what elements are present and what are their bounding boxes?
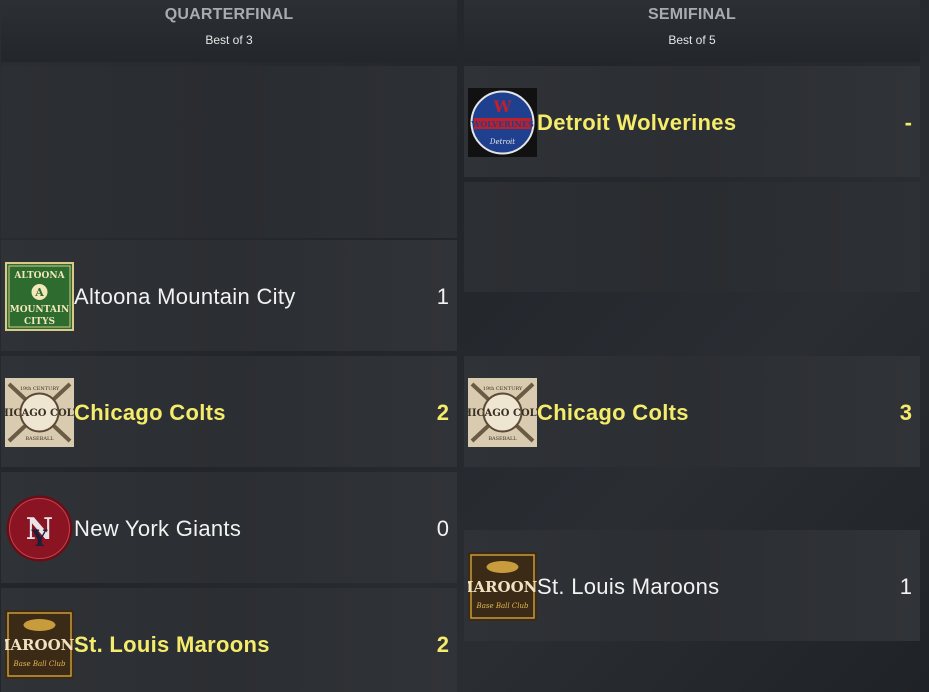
team-name: New York Giants: [74, 516, 242, 541]
altoona-logo-icon: ALTOONA A MOUNTAIN CITYS: [5, 262, 74, 331]
svg-text:19th CENTURY: 19th CENTURY: [483, 386, 523, 392]
team-row-st-louis-maroons[interactable]: MAROONS Base Ball Club St. Louis Maroons…: [1, 610, 457, 680]
team-name: Detroit Wolverines: [537, 110, 737, 135]
semifinal-header: SEMIFINAL Best of 5: [464, 0, 920, 62]
team-score: 2: [436, 632, 449, 657]
svg-text:Detroit: Detroit: [489, 138, 515, 146]
svg-text:MOUNTAIN: MOUNTAIN: [10, 305, 70, 315]
team-name: Chicago Colts: [74, 400, 226, 425]
chicago-colts-logo-icon: CHICAGO COLTS 19th CENTURY BASEBALL: [5, 378, 74, 447]
svg-text:N: N: [26, 512, 53, 547]
svg-text:Base Ball Club: Base Ball Club: [476, 602, 529, 610]
svg-text:Y: Y: [31, 526, 48, 552]
team-name: Chicago Colts: [537, 400, 689, 425]
round-title: QUARTERFINAL: [164, 6, 294, 23]
team-name: St. Louis Maroons: [537, 574, 720, 599]
detroit-wolverines-logo-icon: W WOLVERINES Detroit: [468, 88, 537, 157]
chicago-colts-logo-icon: CHICAGO COLTS 19th CENTURY BASEBALL: [468, 378, 537, 447]
svg-text:CHICAGO COLTS: CHICAGO COLTS: [468, 408, 537, 419]
ny-giants-logo-icon: N Y: [6, 495, 73, 562]
matchup-slot[interactable]: W WOLVERINES Detroit Detroit Wolverines …: [464, 66, 920, 177]
team-row-chicago-colts[interactable]: CHICAGO COLTS 19th CENTURY BASEBALL Chic…: [1, 378, 457, 448]
team-row-ny-giants[interactable]: N Y New York Giants 0: [1, 494, 457, 564]
st-louis-maroons-logo-icon: MAROONS Base Ball Club: [468, 552, 537, 621]
quarterfinal-header: QUARTERFINAL Best of 3: [1, 0, 457, 62]
matchup-slot[interactable]: N Y New York Giants 0: [1, 472, 457, 583]
svg-text:19th CENTURY: 19th CENTURY: [20, 386, 60, 392]
team-score: 3: [899, 400, 912, 425]
svg-text:BASEBALL: BASEBALL: [25, 436, 54, 442]
empty-slot: [1, 66, 457, 238]
team-row-detroit-wolverines[interactable]: W WOLVERINES Detroit Detroit Wolverines …: [464, 88, 920, 158]
svg-text:BASEBALL: BASEBALL: [488, 436, 517, 442]
round-series-length: Best of 5: [668, 33, 716, 47]
team-score: 0: [436, 516, 449, 541]
team-row-st-louis-maroons[interactable]: MAROONS Base Ball Club St. Louis Maroons…: [464, 552, 920, 622]
svg-text:A: A: [34, 286, 44, 299]
svg-text:W: W: [493, 97, 513, 116]
matchup-slot[interactable]: MAROONS Base Ball Club St. Louis Maroons…: [1, 588, 457, 692]
team-score: 1: [899, 574, 912, 599]
round-series-length: Best of 3: [205, 33, 253, 47]
svg-text:ALTOONA: ALTOONA: [13, 271, 65, 281]
matchup-slot[interactable]: CHICAGO COLTS 19th CENTURY BASEBALL Chic…: [464, 356, 920, 467]
svg-text:MAROONS: MAROONS: [5, 636, 74, 654]
matchup-slot[interactable]: MAROONS Base Ball Club St. Louis Maroons…: [464, 530, 920, 641]
empty-slot: [464, 182, 920, 292]
svg-text:MAROONS: MAROONS: [468, 578, 537, 596]
team-name: Altoona Mountain City: [74, 284, 296, 309]
round-title: SEMIFINAL: [647, 6, 737, 23]
team-row-altoona[interactable]: ALTOONA A MOUNTAIN CITYS Altoona Mountai…: [1, 262, 457, 332]
svg-text:CITYS: CITYS: [24, 317, 55, 327]
team-row-chicago-colts[interactable]: CHICAGO COLTS 19th CENTURY BASEBALL Chic…: [464, 378, 920, 448]
st-louis-maroons-logo-icon: MAROONS Base Ball Club: [5, 610, 74, 679]
matchup-slot[interactable]: CHICAGO COLTS 19th CENTURY BASEBALL Chic…: [1, 356, 457, 467]
team-name: St. Louis Maroons: [74, 632, 270, 657]
svg-text:WOLVERINES: WOLVERINES: [470, 119, 534, 129]
svg-text:CHICAGO COLTS: CHICAGO COLTS: [5, 408, 74, 419]
svg-text:Base Ball Club: Base Ball Club: [13, 660, 66, 668]
team-score: 2: [436, 400, 449, 425]
team-score: 1: [436, 284, 449, 309]
team-score: -: [904, 110, 912, 135]
matchup-slot[interactable]: ALTOONA A MOUNTAIN CITYS Altoona Mountai…: [1, 240, 457, 351]
